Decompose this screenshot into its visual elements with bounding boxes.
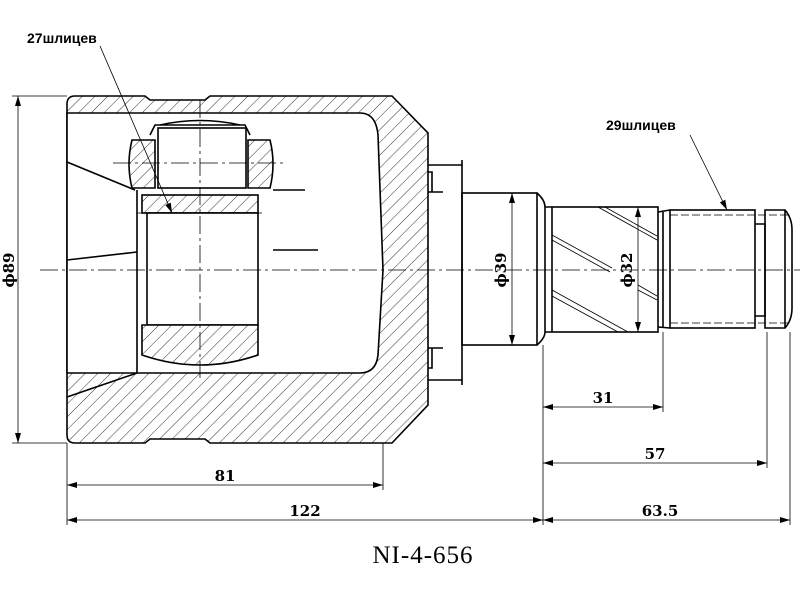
- flange: [428, 160, 463, 385]
- dim-shaft-diameter: ϕ39: [492, 253, 510, 288]
- dim-spline-length: 31: [593, 389, 614, 407]
- dimension-lines: [12, 45, 791, 525]
- dim-shaft-length: 63.5: [642, 502, 679, 520]
- dim-outer-diameter: ϕ89: [0, 253, 18, 288]
- centerlines: [40, 100, 800, 378]
- dim-housing-depth: 81: [215, 467, 236, 485]
- dim-spline-diameter: ϕ32: [618, 253, 636, 288]
- dim-shaft-to-groove: 57: [645, 445, 666, 463]
- callout-left-splines: 27шлицев: [27, 30, 97, 46]
- tripod-roller: [128, 119, 318, 366]
- callout-right-splines: 29шлицев: [606, 117, 676, 133]
- part-number: NI-4-656: [372, 542, 473, 569]
- dim-housing-length: 122: [289, 502, 320, 520]
